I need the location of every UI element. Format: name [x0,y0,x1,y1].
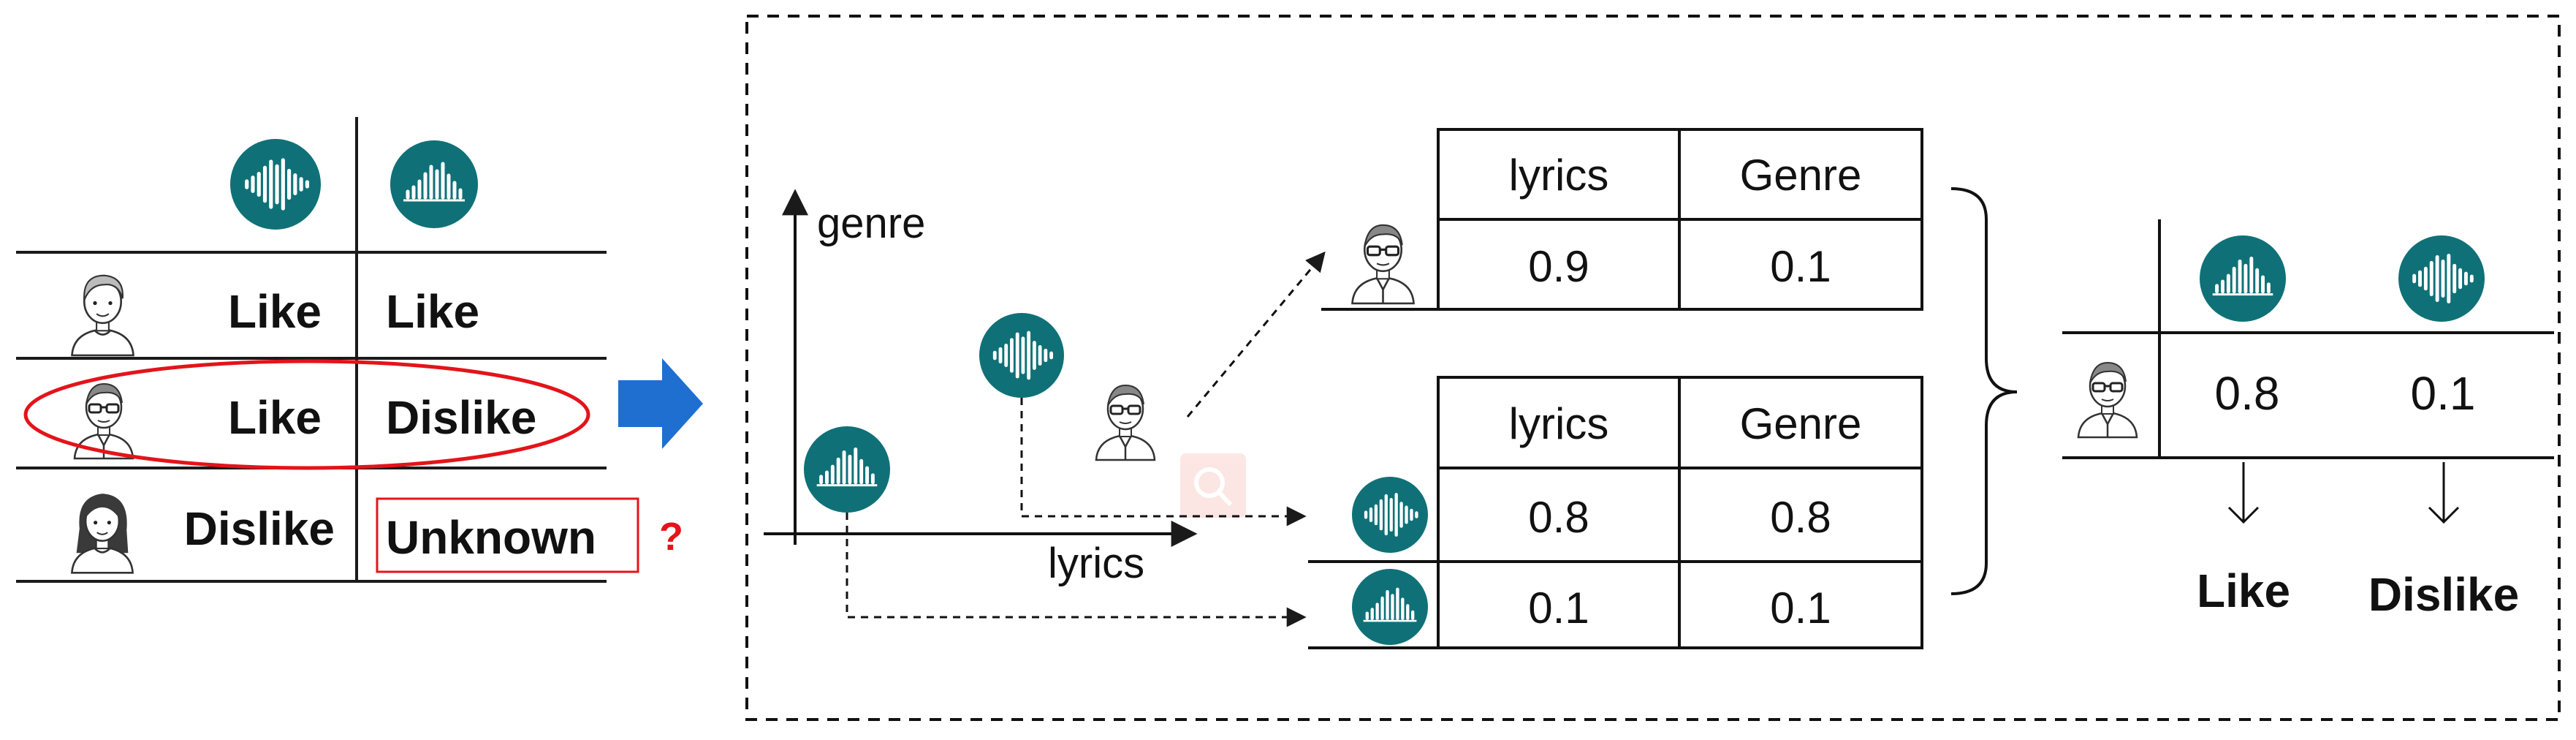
rating-cell: Dislike [386,391,536,444]
music-waveform-icon [2200,235,2286,322]
score-cell: 0.1 [2411,367,2476,420]
x-axis-label: lyrics [1048,540,1144,587]
table-cell: 0.1 [1770,584,1831,633]
column-header: lyrics [1509,151,1609,200]
merge-bracket [1950,187,2018,595]
connector-user [1186,251,1326,418]
down-arrow-head [2227,506,2260,524]
rating-cell: Like [228,391,322,444]
table-cell: 0.8 [1528,493,1589,542]
magnifier-icon [1180,453,1246,518]
table-cell: 0.8 [1770,493,1831,542]
prediction-label: Dislike [2368,568,2519,621]
column-header: Genre [1740,399,1862,448]
rating-cell: Like [228,285,322,338]
right-arrow-icon [618,358,703,449]
user-feature-table: lyrics Genre 0.9 0.1 [1321,128,1923,311]
song-feature-table: lyrics Genre 0.8 0.8 0.1 0.1 [1308,376,1923,649]
music-waveform-icon [1352,477,1428,553]
column-header: Genre [1740,151,1862,200]
connector-song-2 [846,513,1307,627]
down-arrow-head [2428,506,2460,524]
unknown-box [376,497,639,573]
music-waveform-icon [2398,235,2485,322]
user-avatar-icon [1095,384,1156,461]
music-waveform-icon [804,426,890,513]
table-cell: 0.1 [1528,584,1589,633]
highlight-ellipse [23,359,590,470]
question-mark: ? [659,515,683,559]
music-waveform-icon [979,313,1064,398]
score-cell: 0.8 [2215,367,2280,420]
connector-song-1 [1020,398,1307,526]
table-cell: 0.9 [1528,242,1589,291]
feature-space-plot: genre lyrics [764,189,1326,627]
rating-matrix: Like Like Like Dislike Dislike Unknown ? [16,117,683,583]
music-waveform-icon [390,140,478,228]
user-avatar-icon [71,274,134,357]
prediction-label: Like [2197,565,2290,617]
rating-cell: Dislike [184,502,335,555]
rating-cell: Unknown [386,511,596,564]
user-avatar-icon [1350,224,1416,305]
y-axis-label: genre [817,200,925,247]
music-waveform-icon [1352,569,1428,645]
process-frame [745,15,2561,721]
user-avatar-icon [2077,361,2138,439]
prediction-table: 0.8 0.1 Like Dislike [2062,219,2554,621]
column-header: lyrics [1509,399,1609,448]
table-cell: 0.1 [1770,242,1831,291]
music-waveform-icon [230,139,321,230]
rating-cell: Like [386,285,479,338]
user-avatar-icon [71,492,134,574]
